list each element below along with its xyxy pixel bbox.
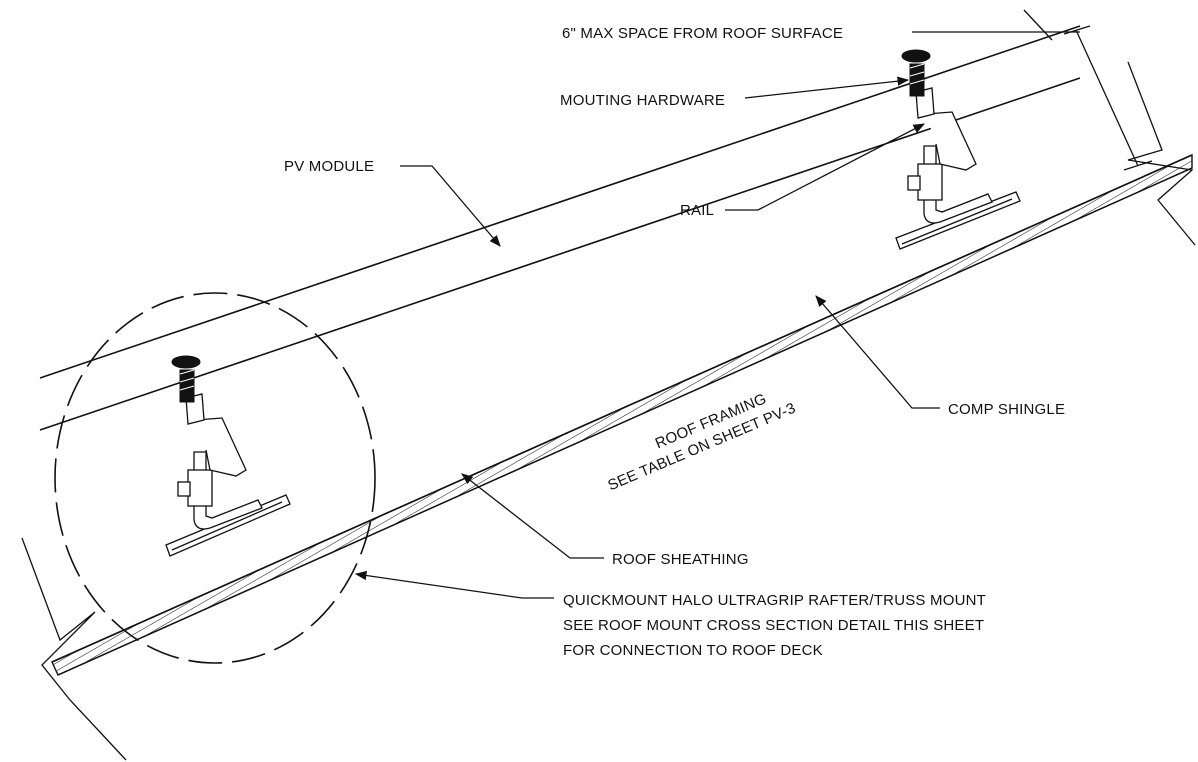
comp-shingle-line	[51, 154, 1193, 663]
leader-roof-sheathing	[461, 473, 604, 559]
label-quickmount-3: FOR CONNECTION TO ROOF DECK	[563, 642, 823, 659]
leader-rail	[725, 123, 926, 211]
pv-module-bottom	[39, 77, 1081, 431]
label-quickmount-1: QUICKMOUNT HALO ULTRAGRIP RAFTER/TRUSS M…	[563, 592, 986, 609]
leader-mounting-hardware	[744, 76, 910, 99]
detail-callout-circle	[54, 292, 376, 664]
label-comp-shingle: COMP SHINGLE	[948, 401, 1065, 418]
left-mount-assembly	[165, 355, 291, 557]
leader-pv-module	[400, 165, 501, 247]
label-mounting-hardware: MOUTING HARDWARE	[560, 92, 725, 109]
dimension-line	[1075, 29, 1139, 167]
dimension-tick-top	[1063, 25, 1091, 35]
leader-quickmount	[354, 570, 554, 599]
dimension-tick-bottom	[1123, 160, 1153, 171]
left-break-line	[21, 537, 127, 761]
label-quickmount-2: SEE ROOF MOUNT CROSS SECTION DETAIL THIS…	[563, 617, 984, 634]
leader-comp-shingle	[815, 295, 940, 409]
roof-underside-line	[57, 167, 1193, 676]
label-roof-sheathing: ROOF SHEATHING	[612, 551, 749, 568]
dimension-extension	[1023, 9, 1053, 41]
right-break-line	[1127, 61, 1196, 246]
label-rail: RAIL	[680, 202, 714, 219]
label-pv-module: PV MODULE	[284, 158, 374, 175]
right-mount-assembly	[895, 49, 1021, 250]
label-max-space: 6" MAX SPACE FROM ROOF SURFACE	[562, 25, 843, 42]
